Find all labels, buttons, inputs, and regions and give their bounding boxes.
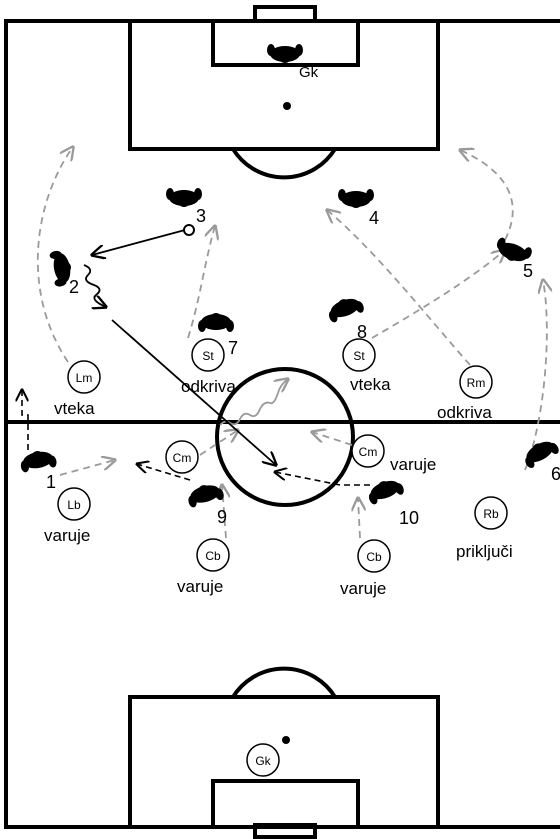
- run-arrow-cm-left: [199, 430, 238, 456]
- action-lm: vteka: [54, 399, 95, 418]
- bottom-penalty-spot: [282, 736, 290, 744]
- run-arrow-cb-left: [222, 485, 226, 539]
- player-number-gk-top: Gk: [299, 64, 319, 81]
- player-8[interactable]: [325, 293, 366, 324]
- action-cb-left: varuje: [177, 577, 223, 596]
- bottom-goal-box: [211, 779, 360, 829]
- run-arrow-st-right: [371, 250, 505, 339]
- action-rm: odkriva: [437, 403, 492, 422]
- player-number-5: 5: [523, 261, 533, 281]
- svg-text:Gk: Gk: [255, 754, 271, 768]
- action-rb: priključi: [456, 542, 513, 561]
- action-cm-right: varuje: [390, 455, 436, 474]
- marker-cb-left[interactable]: Cb: [196, 538, 230, 572]
- svg-text:Cm: Cm: [359, 445, 378, 459]
- player-number-8: 8: [357, 322, 367, 342]
- run-arrow-rb: [524, 280, 547, 471]
- bottom-penalty-box: [128, 695, 440, 829]
- player-number-3: 3: [196, 206, 206, 226]
- marker-st-right[interactable]: St: [342, 338, 376, 372]
- player-gk-top[interactable]: [267, 44, 303, 63]
- run-arrow-lm: [36, 147, 73, 363]
- run-arrow-st-left: [187, 226, 215, 339]
- marker-lb[interactable]: Lb: [57, 487, 91, 521]
- marker-cb-right[interactable]: Cb: [357, 539, 391, 573]
- run-arrow-p1: [22, 390, 29, 450]
- svg-text:Lm: Lm: [76, 371, 93, 385]
- marker-st-left[interactable]: St: [191, 338, 225, 372]
- marker-gk-bottom[interactable]: Gk: [246, 743, 280, 777]
- player-number-2: 2: [69, 277, 79, 297]
- svg-text:St: St: [202, 349, 214, 363]
- action-cb-right: varuje: [340, 579, 386, 598]
- top-penalty-spot: [283, 102, 291, 110]
- top-penalty-box: [128, 19, 440, 151]
- run-arrow-rm: [327, 210, 471, 366]
- top-goal: [253, 5, 317, 23]
- svg-text:Rm: Rm: [467, 376, 486, 390]
- svg-text:Lb: Lb: [67, 498, 81, 512]
- ball: [183, 224, 195, 236]
- player-number-10: 10: [399, 508, 419, 528]
- player-number-9: 9: [217, 507, 227, 527]
- marker-cm-left[interactable]: Cm: [165, 440, 199, 474]
- action-st-right: vteka: [350, 375, 391, 394]
- player-number-6: 6: [551, 464, 560, 484]
- marker-rm[interactable]: Rm: [459, 365, 493, 399]
- run-arrow-p5: [460, 150, 514, 241]
- player-4[interactable]: [338, 189, 374, 208]
- run-arrow-cm-right: [312, 432, 353, 446]
- svg-text:Cb: Cb: [366, 550, 382, 564]
- marker-lm[interactable]: Lm: [67, 360, 101, 394]
- player-7[interactable]: [198, 313, 234, 332]
- run-arrow-p10: [275, 472, 370, 486]
- player-1[interactable]: [18, 448, 58, 473]
- top-goal-box: [211, 19, 360, 67]
- marker-rb[interactable]: Rb: [474, 496, 508, 530]
- svg-text:St: St: [353, 349, 365, 363]
- center-circle: [215, 367, 355, 507]
- run-arrow-lb: [59, 460, 115, 476]
- run-arrow-cb-right: [358, 498, 360, 539]
- pitch-lines: [4, 5, 560, 839]
- attackers: Gk 2 3 4 5 7 8 1 6 9 10: [18, 44, 560, 528]
- action-st-left: odkriva: [181, 377, 236, 396]
- svg-text:Cb: Cb: [205, 549, 221, 563]
- bottom-penalty-arc: [231, 666, 337, 699]
- dribble-arrow-st-left: [219, 379, 288, 426]
- defenders: St odkriva St vteka Lm vteka Rm odkriva …: [44, 338, 513, 777]
- top-penalty-arc: [231, 147, 337, 180]
- svg-text:Cm: Cm: [173, 451, 192, 465]
- player-3[interactable]: [166, 188, 202, 207]
- player-number-1: 1: [46, 472, 56, 492]
- dribble-arrow-2: [83, 264, 106, 307]
- pass-arrows: [83, 229, 276, 465]
- player-9[interactable]: [185, 480, 225, 509]
- player-10[interactable]: [365, 475, 406, 506]
- run-arrows-dark: [22, 390, 370, 486]
- marker-cm-right[interactable]: Cm: [351, 434, 385, 468]
- pass-arrow-3-to-2: [92, 229, 186, 255]
- action-lb: varuje: [44, 526, 90, 545]
- svg-text:Rb: Rb: [483, 507, 499, 521]
- player-number-7: 7: [228, 338, 238, 358]
- run-arrows: [36, 147, 547, 539]
- player-number-4: 4: [369, 208, 379, 228]
- pass-arrow-2-forward: [111, 319, 276, 465]
